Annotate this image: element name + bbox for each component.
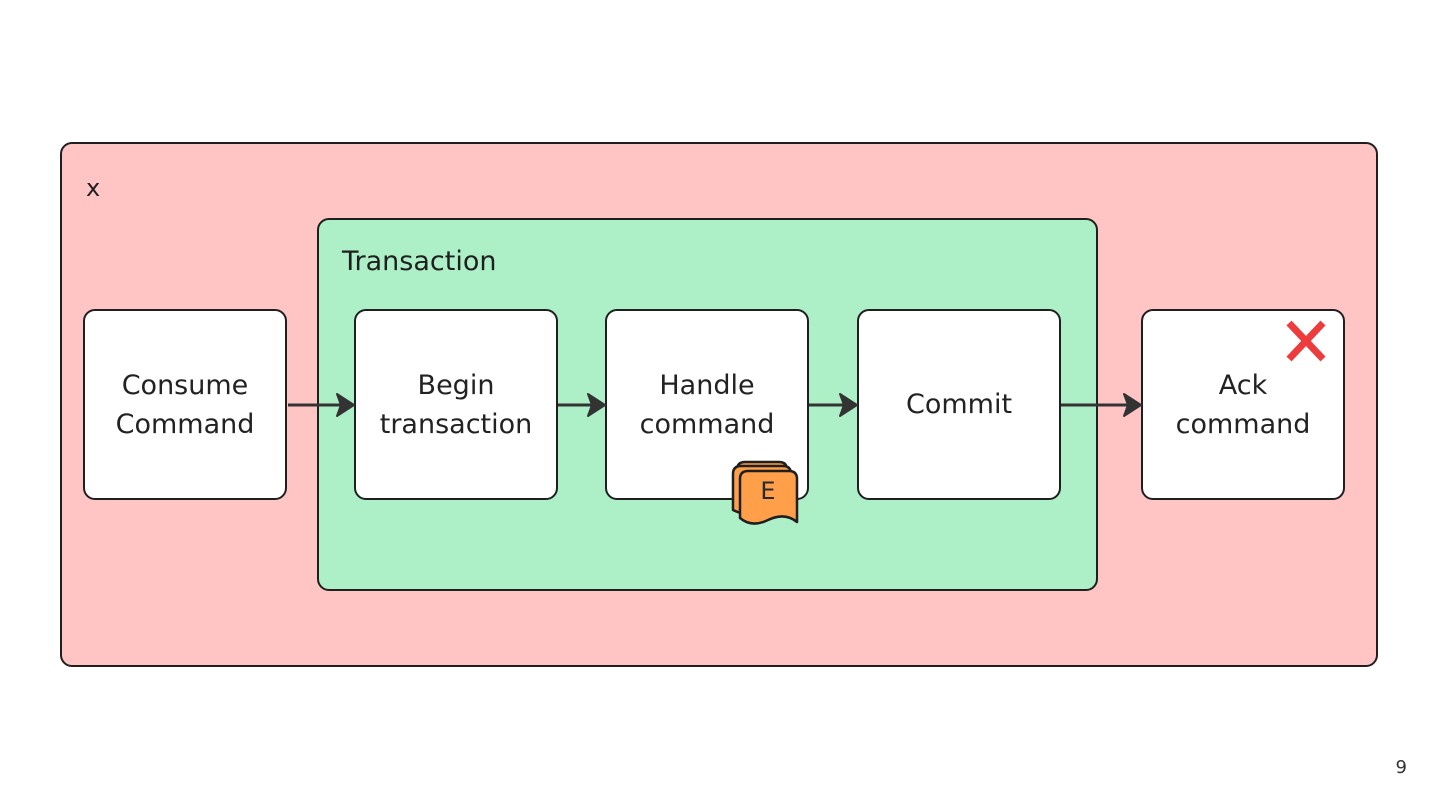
arrowhead [587, 393, 606, 417]
step-label: Consume Command [116, 366, 255, 444]
step-label-line: Handle [659, 369, 755, 401]
arrowhead [336, 393, 355, 417]
red-cross-icon [1286, 320, 1326, 362]
step-label: Begin transaction [380, 366, 533, 444]
step-label-line: Consume [121, 369, 249, 401]
arrowhead [1123, 393, 1142, 417]
event-badge-label: E [760, 477, 775, 505]
step-label-line: transaction [379, 408, 533, 440]
page-number: 9 [1395, 757, 1407, 778]
step-label-line: Begin [417, 369, 495, 401]
arrowhead [839, 393, 858, 417]
outer-group-label: x [86, 174, 101, 202]
transaction-group-label: Transaction [342, 246, 497, 277]
event-stack-icon: E [731, 460, 799, 525]
step-label-line: Command [115, 408, 255, 440]
step-begin-transaction[interactable]: Begin transaction [354, 309, 558, 500]
step-label-line: Ack [1218, 369, 1268, 401]
step-label: Ack command [1176, 366, 1311, 444]
step-ack-command[interactable]: Ack command [1141, 309, 1345, 500]
step-commit[interactable]: Commit [857, 309, 1061, 500]
step-label: Commit [906, 385, 1012, 424]
step-label-line: command [1175, 408, 1311, 440]
step-consume-command[interactable]: Consume Command [83, 309, 287, 500]
step-label-line: Commit [905, 389, 1013, 420]
step-label-line: command [639, 408, 775, 440]
step-label: Handle command [640, 366, 775, 444]
